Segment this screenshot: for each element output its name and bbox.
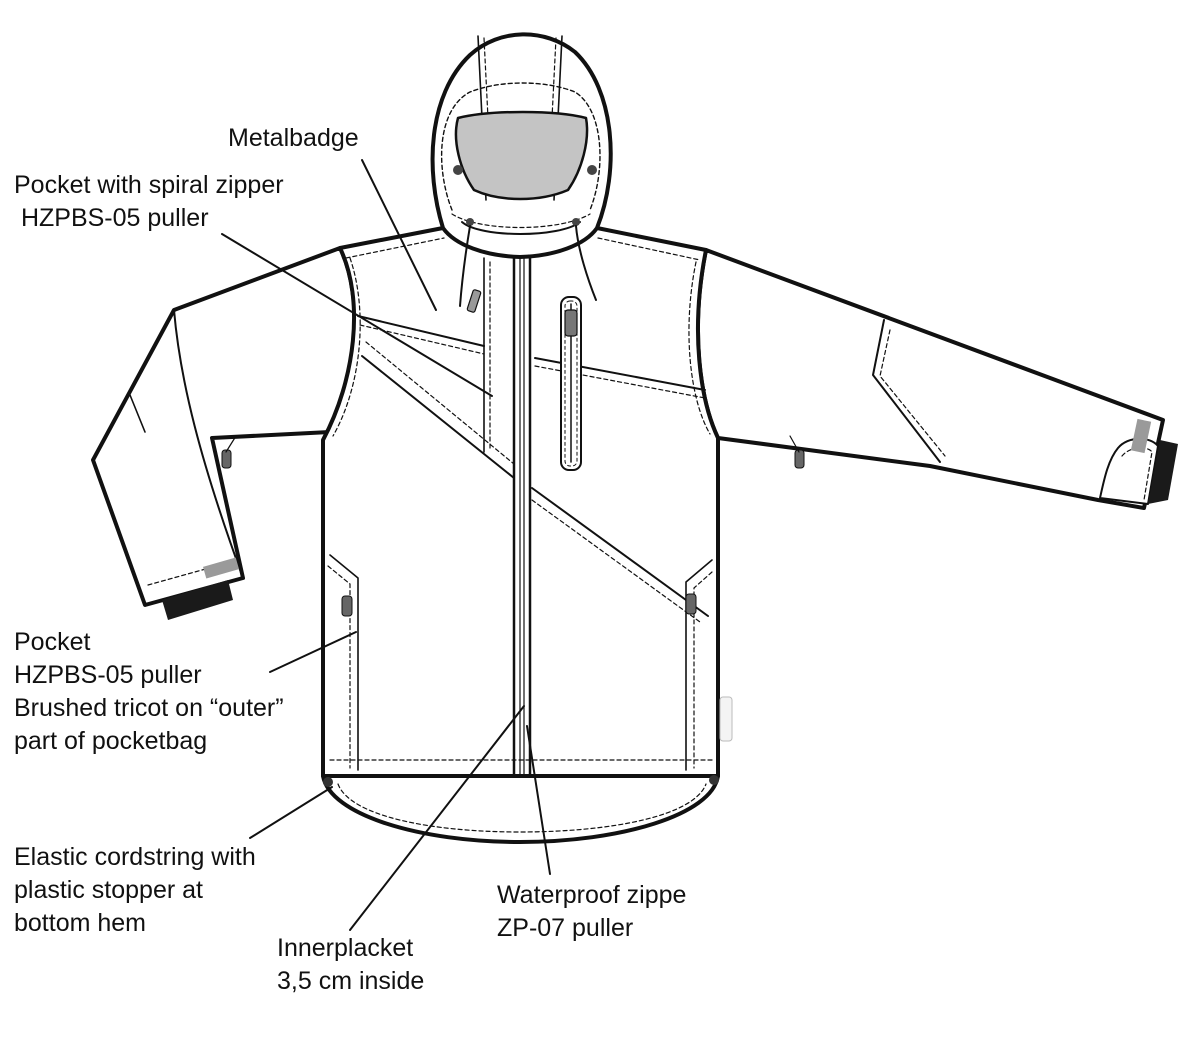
chest-pocket-stitch: [564, 300, 578, 467]
right-reflective-tab: [1130, 418, 1152, 454]
right-pocket-puller: [685, 593, 697, 615]
right-sleeve-elbow-stitch: [879, 329, 946, 457]
callout-line: Innerplacket: [277, 934, 414, 962]
left-reflective-tab: [203, 557, 239, 579]
bottom-hem: [321, 774, 720, 844]
left-cord-stopper: [323, 777, 333, 787]
hood-visor-panel: [454, 110, 589, 201]
right-cuff-velcro: [1148, 440, 1178, 504]
callout-pocket-spiral-zipper: Pocket with spiral zipper HZPBS-05 pulle…: [14, 169, 284, 235]
left-pocket-puller: [341, 595, 353, 617]
hood-adjuster-right: [587, 165, 597, 175]
right-diagonal-seam: [531, 487, 709, 617]
callout-waterproof-zipper: Waterproof zippe ZP-07 puller: [497, 879, 686, 945]
left-armhole-stitch: [332, 257, 361, 437]
right-armhole-stitch: [688, 261, 711, 435]
leader-metalbadge: [361, 159, 437, 311]
bottom-hem-stitch: [337, 783, 707, 833]
callout-line: bottom hem: [14, 909, 147, 937]
left-sleeve-seam: [173, 309, 244, 579]
leader-zipper: [526, 725, 551, 875]
left-sleeve: [91, 246, 357, 607]
callout-metalbadge: Metalbadge: [228, 122, 359, 155]
hood-eyelet-right: [572, 218, 580, 226]
right-pocket-stitch: [693, 571, 713, 769]
metal-badge: [466, 289, 482, 313]
side-brand-label: [719, 696, 733, 742]
callout-line: Brushed tricot on “outer”: [14, 694, 284, 722]
callout-pocket: Pocket HZPBS-05 puller Brushed tricot on…: [14, 626, 284, 758]
callout-line: 3,5 cm inside: [277, 967, 425, 995]
left-vent-puller: [221, 449, 232, 469]
leader-pocket: [269, 631, 357, 673]
right-pocket-flap: [685, 559, 713, 771]
callout-line: Pocket: [14, 628, 91, 656]
left-cuff-velcro: [162, 580, 233, 620]
callout-elastic-cordstring: Elastic cordstring with plastic stopper …: [14, 841, 256, 940]
shoulder-stitch-right: [597, 237, 701, 261]
callout-innerplacket: Innerplacket 3,5 cm inside: [277, 932, 424, 998]
callout-line: ZP-07 puller: [497, 914, 634, 942]
right-vent-line: [789, 435, 800, 453]
left-sleeve-elbow: [129, 394, 146, 433]
callout-line: Pocket with spiral zipper: [14, 171, 284, 199]
front-zipper-teeth: [519, 255, 525, 775]
hood-eyelet-left: [466, 218, 474, 226]
right-diagonal-stitch: [531, 499, 701, 623]
left-pocket-flap: [329, 554, 359, 771]
shoulder-stitch-left: [345, 237, 445, 259]
callout-line: Waterproof zippe: [497, 881, 687, 909]
left-vent-line: [225, 435, 237, 453]
callout-line: Metalbadge: [228, 124, 359, 152]
callout-line: HZPBS-05 puller: [14, 661, 202, 689]
left-pocket-stitch: [327, 565, 351, 769]
leader-innerplacket: [349, 705, 525, 931]
left-diagonal-seam: [361, 355, 515, 479]
hood-adjuster-left: [453, 165, 463, 175]
right-sleeve: [695, 248, 1165, 510]
left-diagonal-stitch: [365, 341, 515, 465]
callout-line: Elastic cordstring with: [14, 843, 256, 871]
hood-drawcord-right: [575, 225, 597, 301]
callout-line: HZPBS-05 puller: [14, 204, 209, 232]
hood-drawcord-left: [459, 225, 471, 307]
right-cord-stopper: [709, 775, 719, 785]
hood-inner-edge: [440, 82, 601, 211]
right-sleeve-elbow-seam: [872, 319, 941, 463]
leader-lines: [221, 159, 551, 931]
left-yoke-seam: [357, 315, 485, 347]
chest-pocket-puller: [564, 309, 578, 337]
leader-cordstring: [249, 786, 333, 839]
leader-pocket-spiral: [221, 233, 493, 397]
callout-line: part of pocketbag: [14, 727, 208, 755]
callout-line: plastic stopper at: [14, 876, 203, 904]
right-vent-puller: [794, 449, 805, 469]
